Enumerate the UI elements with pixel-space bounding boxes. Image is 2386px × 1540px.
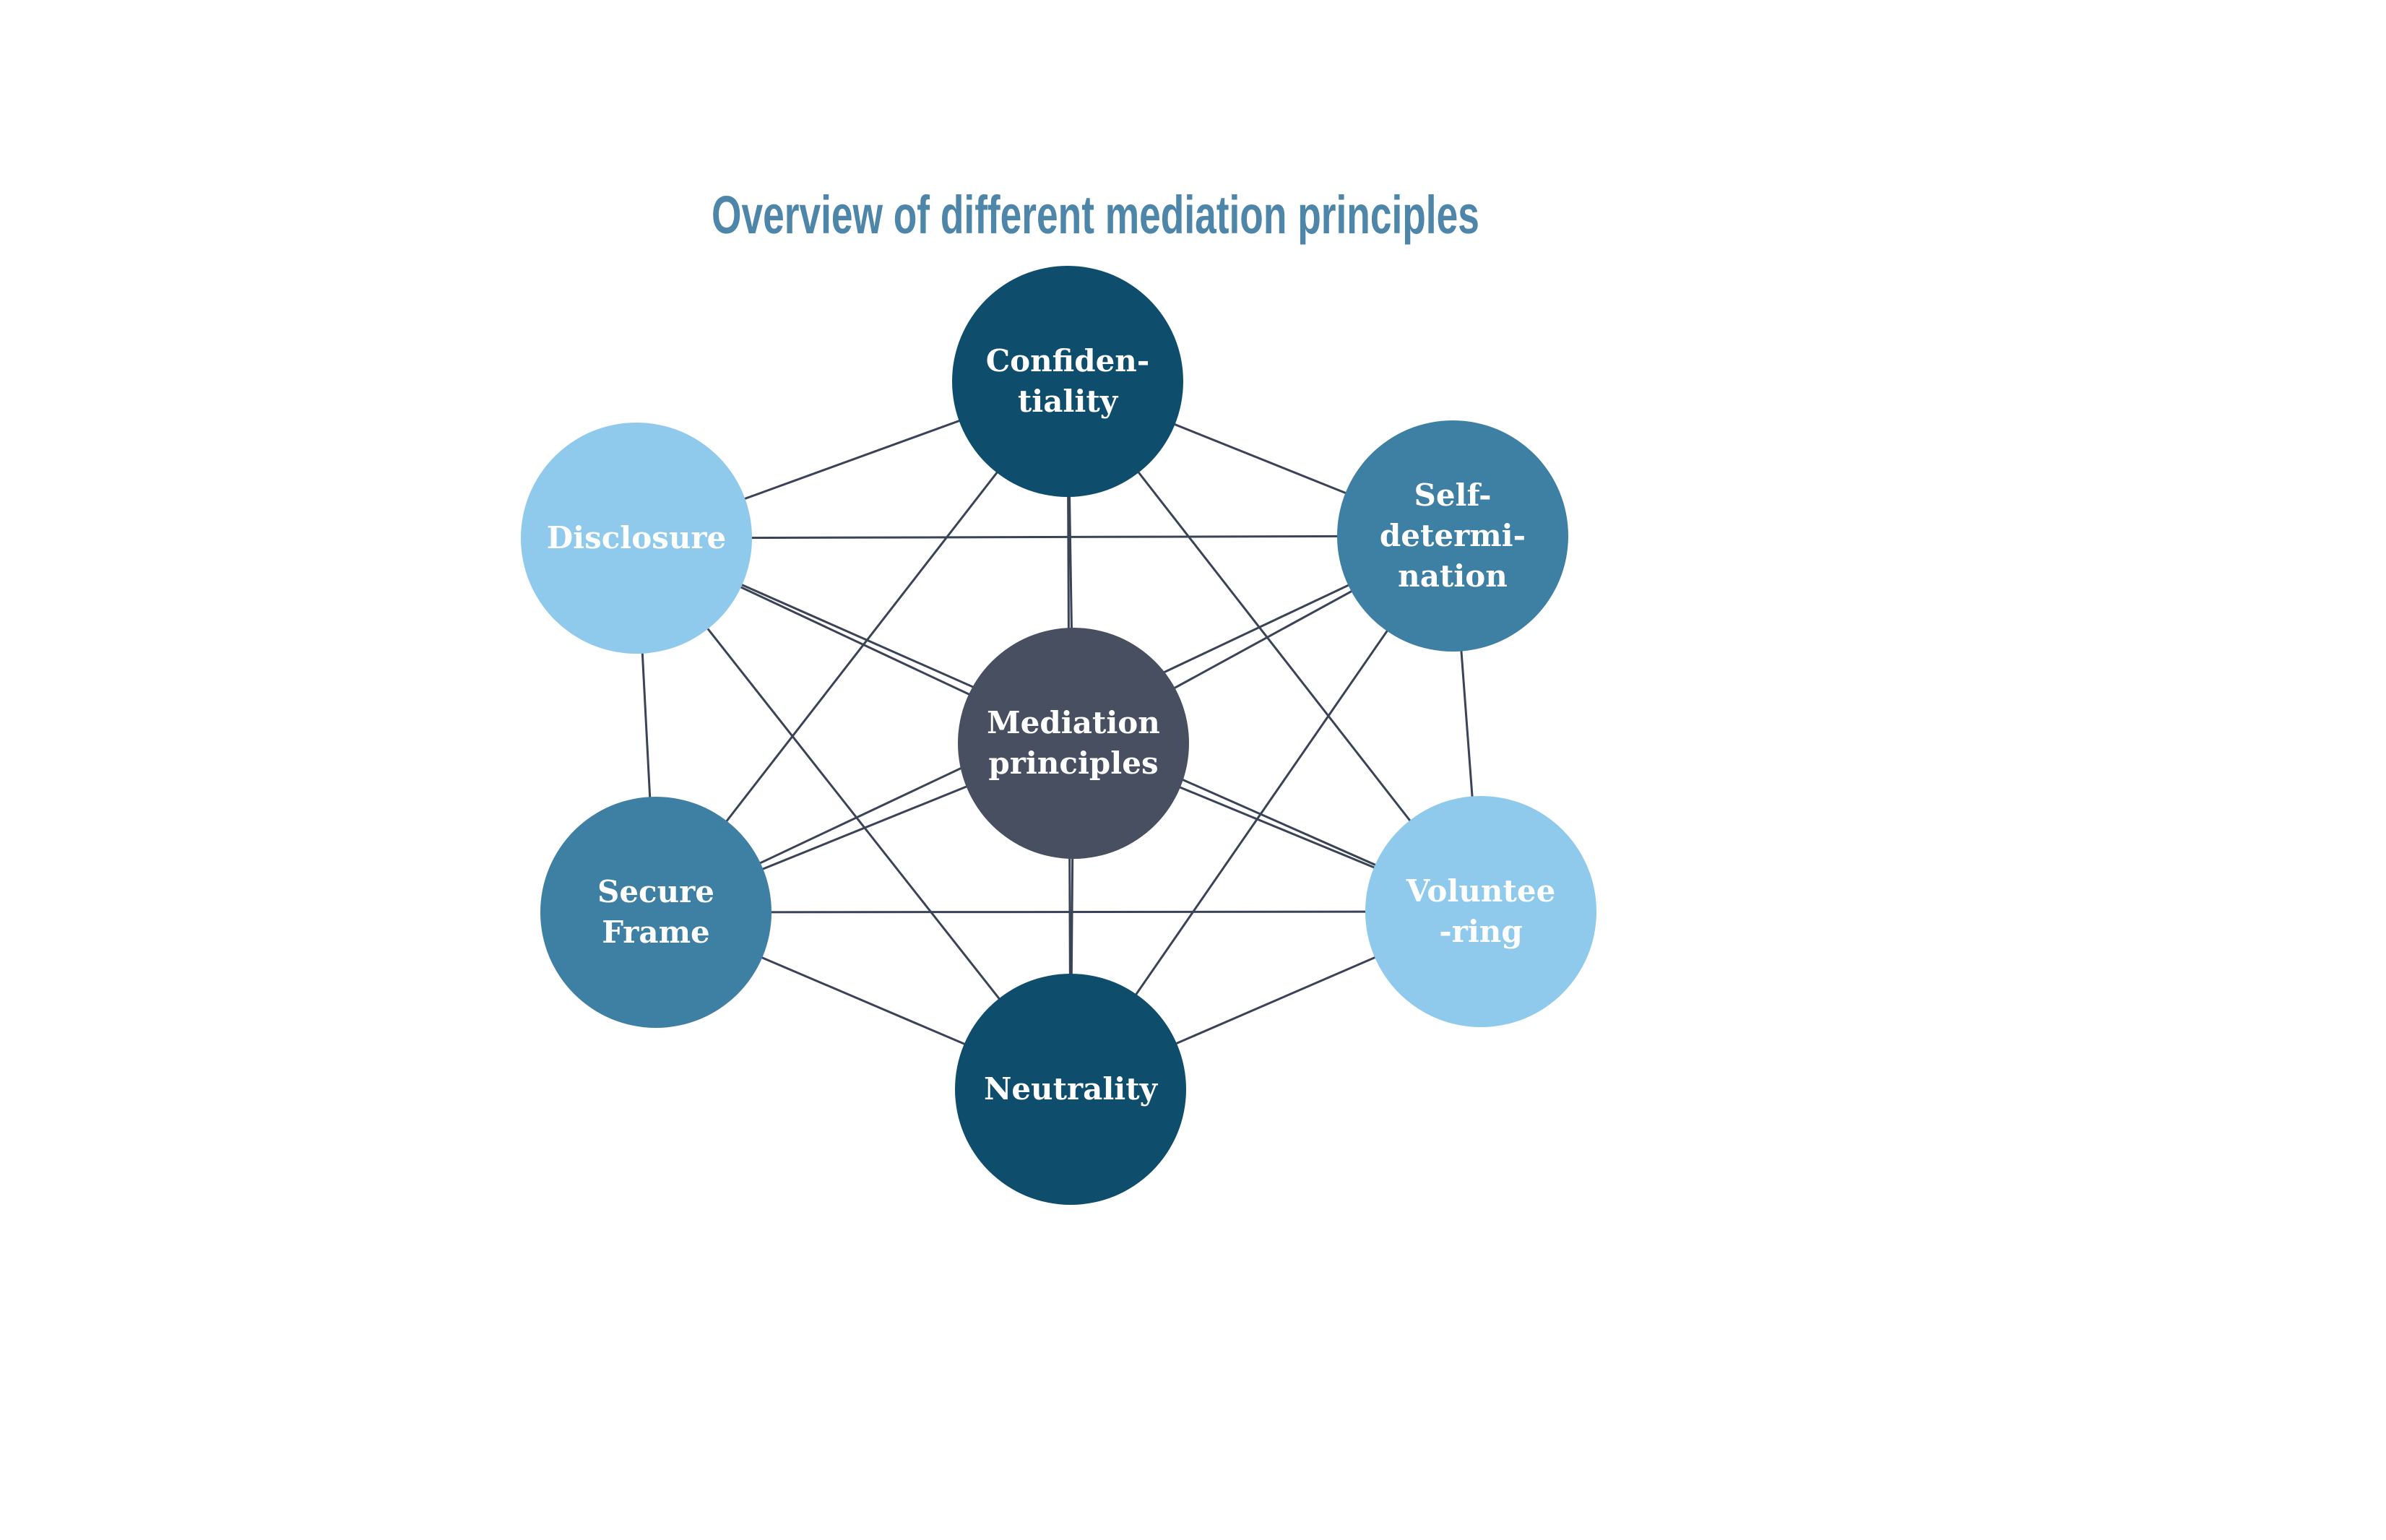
node-confidentiality-label: Confiden- tiality [985,343,1150,419]
node-secure-frame: Secure Frame [540,797,771,1028]
node-confidentiality: Confiden- tiality [952,266,1183,497]
diagram-title: Overview of different mediation principl… [712,185,1479,245]
edge-disclosure-neutrality [635,537,1072,1090]
node-secure-frame-label: Secure Frame [597,874,714,950]
node-neutrality: Neutrality [955,974,1186,1205]
node-self-determination: Self- determi- nation [1337,420,1568,652]
node-mediation-principles: Mediation principles [958,628,1189,859]
node-disclosure-label: Disclosure [546,520,727,555]
node-volunteering-label: Voluntee -ring [1406,873,1556,949]
node-self-determination-label: Self- determi- nation [1379,477,1526,594]
node-disclosure: Disclosure [521,423,752,654]
node-neutrality-label: Neutrality [983,1071,1158,1107]
edge-disclosure-self-determination [636,535,1453,540]
node-mediation-principles-label: Mediation principles [987,705,1160,781]
node-volunteering: Voluntee -ring [1365,796,1596,1027]
